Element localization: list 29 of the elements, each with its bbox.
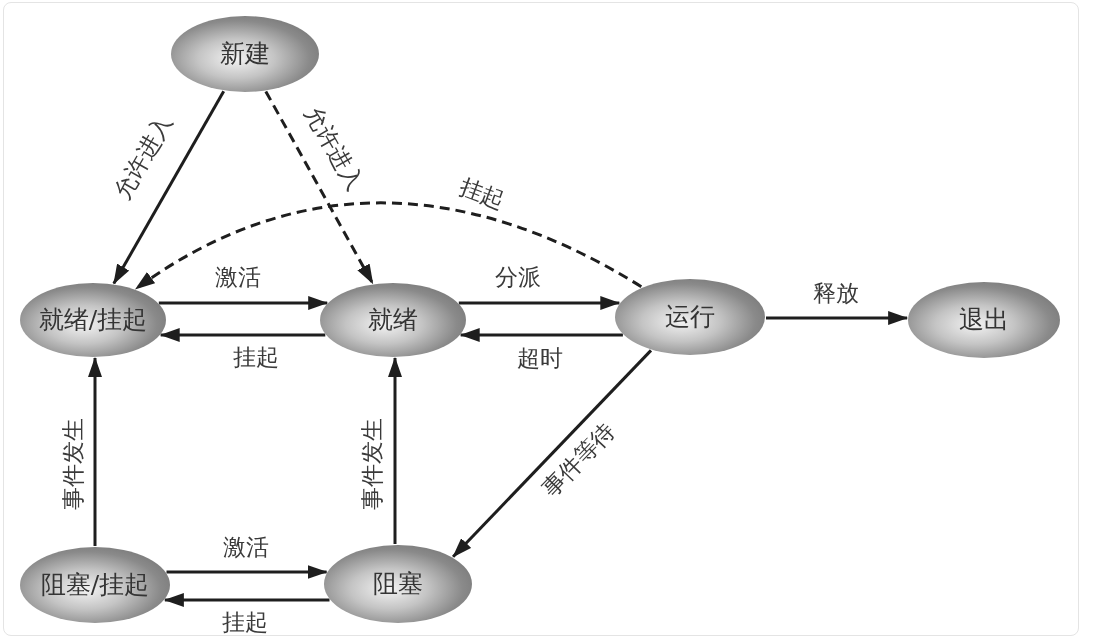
edge-label: 激活 [213, 263, 263, 291]
state-label: 阻塞 [373, 570, 423, 598]
state-label: 就绪 [368, 306, 418, 334]
arrow [158, 296, 329, 310]
arrow [459, 328, 623, 342]
arrow [452, 349, 653, 558]
state-label: 运行 [665, 303, 715, 331]
arrow [159, 328, 326, 342]
edge-label: 超时 [515, 344, 565, 372]
state-label: 退出 [959, 306, 1009, 334]
arrow [88, 357, 102, 546]
state-label: 新建 [220, 40, 270, 68]
arrow [458, 296, 621, 310]
state-label: 就绪/挂起 [38, 306, 148, 334]
edge-label: 释放 [811, 279, 861, 307]
edge-label: 事件发生 [358, 416, 386, 512]
state-label: 阻塞/挂起 [40, 571, 150, 599]
arrow [388, 357, 402, 544]
arrow [112, 90, 225, 285]
edge-label: 事件发生 [59, 416, 87, 512]
arrow [766, 311, 909, 325]
edge-label: 挂起 [220, 608, 270, 636]
arrow [163, 593, 330, 607]
edge-label: 分派 [493, 263, 543, 291]
dashed-arrow [134, 201, 643, 291]
dashed-arrow [264, 90, 374, 285]
edge-label: 激活 [221, 533, 271, 561]
edge-label: 挂起 [231, 343, 281, 371]
arrow [166, 565, 328, 579]
